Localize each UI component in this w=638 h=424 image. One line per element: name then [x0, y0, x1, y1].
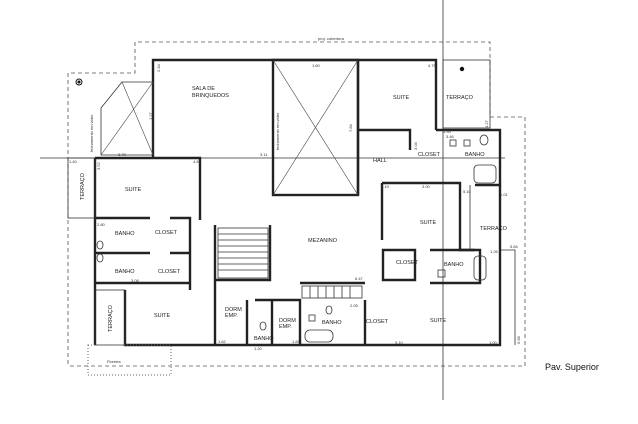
- room-label-terrace: TERRAÇO: [480, 226, 508, 232]
- fixtures: [96, 134, 497, 343]
- svg-text:5.84: 5.84: [510, 244, 519, 249]
- terrace-right-outline: [469, 185, 516, 345]
- room-label-dorm-emp: DORM: [279, 318, 296, 324]
- svg-text:3.04: 3.04: [413, 141, 418, 150]
- svg-text:3.00: 3.00: [422, 184, 431, 189]
- room-label-terrace: TERRAÇO: [80, 172, 86, 200]
- svg-text:1.95: 1.95: [443, 129, 452, 134]
- svg-text:1.40: 1.40: [69, 159, 78, 164]
- room-label-banho: BANHO: [254, 336, 274, 342]
- svg-text:3.52: 3.52: [96, 161, 101, 170]
- room-label-closet: CLOSET: [158, 269, 181, 275]
- svg-text:4.27: 4.27: [484, 119, 489, 128]
- drain-icon: [75, 78, 83, 86]
- svg-text:1.62: 1.62: [218, 339, 227, 344]
- room-label-closet: CLOSET: [366, 319, 389, 325]
- svg-text:4.81: 4.81: [193, 159, 202, 164]
- svg-text:1.20: 1.20: [254, 346, 263, 351]
- planter: [87, 344, 172, 376]
- walls: [93, 58, 502, 347]
- svg-text:1.81: 1.81: [292, 339, 301, 344]
- svg-text:3.46: 3.46: [446, 134, 455, 139]
- svg-text:2.80: 2.80: [97, 222, 106, 227]
- staircase: [217, 227, 363, 299]
- drain-icon: [459, 66, 465, 72]
- svg-text:2.44: 2.44: [156, 63, 161, 72]
- room-label-floreira: Floreira: [107, 359, 121, 364]
- svg-text:5.10: 5.10: [463, 189, 472, 194]
- svg-text:3.11: 3.11: [260, 152, 268, 157]
- svg-text:2.19: 2.19: [381, 184, 390, 189]
- room-label-banho: BANHO: [444, 262, 464, 268]
- room-label-banho: BANHO: [322, 320, 342, 326]
- svg-text:2.05: 2.05: [350, 303, 359, 308]
- svg-text:5.10: 5.10: [395, 340, 404, 345]
- room-label-closet: CLOSET: [155, 230, 178, 236]
- svg-text:3.79: 3.79: [118, 152, 127, 157]
- room-label-banho: BANHO: [115, 231, 135, 237]
- room-label-suite: SUITE: [154, 313, 171, 319]
- room-label-closet: CLOSET: [396, 260, 419, 266]
- room-label-banho: BANHO: [465, 152, 485, 158]
- terrace-left: [67, 157, 96, 219]
- svg-text:1.00: 1.00: [489, 340, 498, 345]
- glass-closure-note: fechamento em vidro: [89, 114, 94, 152]
- room-label-dorm-emp: EMP.: [225, 313, 238, 319]
- room-label-dorm-emp: EMP.: [279, 324, 292, 330]
- room-label-banho: BANHO: [115, 269, 135, 275]
- svg-text:6.47: 6.47: [355, 276, 364, 281]
- room-label-terrace: TERRAÇO: [108, 304, 114, 332]
- room-label-dorm-emp: DORM: [225, 307, 242, 313]
- room-label-suite: SUITE: [430, 318, 447, 324]
- void-markers: [100, 59, 359, 196]
- svg-text:7.84: 7.84: [348, 123, 353, 132]
- room-label-sala-brinquedos: BRINQUEDOS: [192, 93, 229, 99]
- roof-projection-label: proj. cobertura: [318, 36, 345, 41]
- svg-text:5.58: 5.58: [516, 335, 521, 344]
- room-label-hall: HALL: [373, 158, 387, 164]
- glass-closure-note: fechamento em vidro: [275, 112, 280, 150]
- room-label-suite: SUITE: [420, 220, 437, 226]
- svg-text:4.75: 4.75: [428, 63, 437, 68]
- roof-projection-outline: [67, 41, 526, 367]
- room-label-terrace: TERRAÇO: [446, 95, 474, 101]
- terrace-top-right: [442, 59, 491, 129]
- room-label-closet: CLOSET: [418, 152, 441, 158]
- drain-icon-center: [77, 80, 81, 84]
- svg-text:1.26: 1.26: [490, 249, 499, 254]
- room-label-suite: SUITE: [393, 95, 410, 101]
- svg-text:3.08: 3.08: [131, 278, 140, 283]
- sheet-caption: Pav. Superior: [545, 362, 599, 372]
- room-label-sala-brinquedos: SALA DE: [192, 86, 215, 92]
- dimension-labels: 1.60 4.75 2.44 1.27 3.79 3.11 4.81 1.40 …: [69, 63, 521, 351]
- svg-text:1.01: 1.01: [500, 192, 509, 197]
- room-label-suite: SUITE: [125, 187, 142, 193]
- room-label-mezanino: MEZANINO: [308, 238, 338, 244]
- svg-text:1.27: 1.27: [148, 111, 153, 120]
- svg-text:1.60: 1.60: [312, 63, 321, 68]
